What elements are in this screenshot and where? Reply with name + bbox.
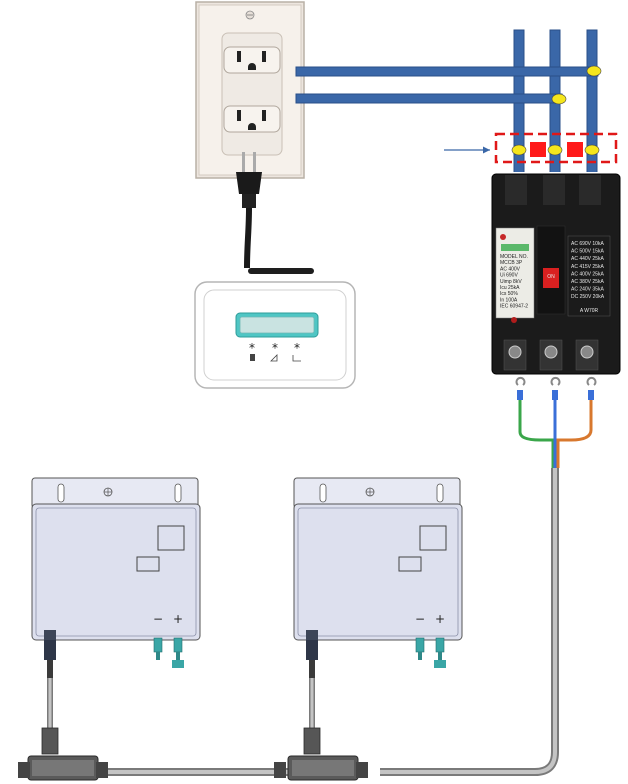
wall-outlet: [196, 2, 304, 178]
led-1: *: [249, 341, 255, 355]
right-panel-line: AC 415V 25kA: [571, 264, 604, 270]
wire-orange: [558, 400, 591, 468]
led-3: *: [294, 341, 300, 355]
feed-bar-upper: [296, 67, 598, 76]
left-panel-line: AC 400V: [500, 266, 521, 272]
micro-inverter-left: − +: [32, 478, 200, 668]
breaker-marker: [567, 142, 583, 157]
led-2: *: [272, 341, 278, 355]
left-panel-line: IEC 60947-2: [500, 304, 528, 310]
on-label: ON: [547, 274, 555, 280]
test-button[interactable]: [511, 317, 517, 323]
bus-bar-l2: [550, 30, 560, 180]
left-panel-line: In 100A: [500, 297, 518, 303]
t-connector-left: [18, 728, 108, 780]
left-panel-line: Uimp 8kV: [500, 279, 522, 285]
dc-connector-plus: [436, 638, 444, 652]
gateway-unit: * * *: [195, 268, 355, 388]
receptacle-top: [224, 47, 280, 73]
right-panel-line: AC 240V 35kA: [571, 287, 604, 293]
minus-label: −: [153, 612, 163, 626]
power-cord: [247, 208, 249, 268]
junction-dot: [552, 94, 566, 104]
left-panel-line: Ics 50%: [500, 291, 518, 297]
lcd-display: [240, 317, 314, 333]
antenna: [248, 268, 314, 274]
t-connector-right: [274, 728, 368, 780]
ac-drop-cable-right: [306, 640, 318, 730]
left-panel-line: Icu 25kA: [500, 285, 520, 291]
right-panel-footer: A W70R: [580, 308, 599, 314]
right-panel-line: DC 250V 20kA: [571, 294, 605, 300]
left-panel-line: MODEL NO.: [500, 254, 528, 260]
feed-bar-lower: [296, 94, 562, 103]
junction-dot: [548, 145, 562, 155]
junction-dot: [587, 66, 601, 76]
bus-bar-l3: [587, 30, 597, 180]
right-panel-line: AC 400V 25kA: [571, 271, 604, 277]
junction-dot: [512, 145, 526, 155]
power-icon: [250, 354, 255, 361]
right-panel-line: AC 380V 25kA: [571, 279, 604, 285]
bus-bar-l1: [514, 30, 524, 180]
minus-label: −: [415, 612, 425, 626]
receptacle-bottom: [224, 106, 280, 132]
breaker-marker: [530, 142, 546, 157]
bus-bars: [296, 30, 601, 180]
dc-connector-minus: [416, 638, 424, 652]
dc-connector-plus: [174, 638, 182, 652]
plus-label: +: [173, 612, 183, 626]
left-panel-line: MCCB 3P: [500, 260, 523, 266]
ac-drop-cable-left: [44, 640, 56, 730]
dc-connector-minus: [154, 638, 162, 652]
output-wires: [516, 378, 595, 468]
right-panel-line: AC 690V 10kA: [571, 241, 604, 247]
right-panel-line: AC 500V 15kA: [571, 249, 604, 255]
right-panel-line: AC 440V 25kA: [571, 256, 604, 262]
left-panel-line: Ui 690V: [500, 273, 518, 279]
junction-dot: [585, 145, 599, 155]
plus-label: +: [435, 612, 445, 626]
wire-green: [520, 400, 553, 468]
micro-inverter-right: − +: [294, 478, 462, 668]
